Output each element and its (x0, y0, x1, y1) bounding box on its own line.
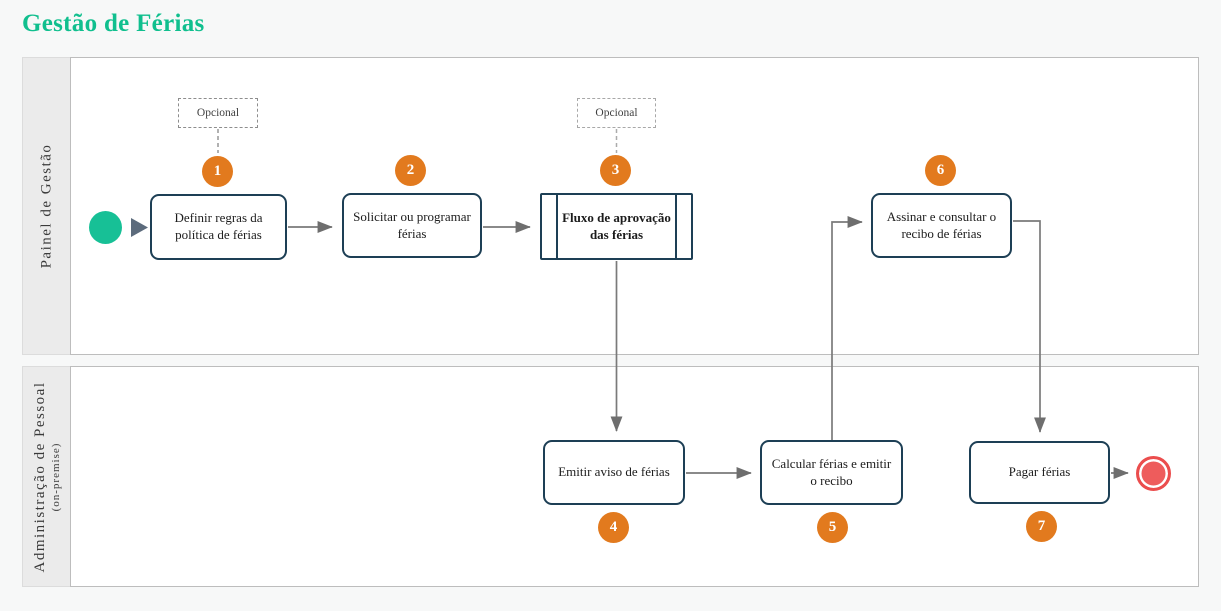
lane-label-administracao: Administração de Pessoal (on-premise) (32, 381, 62, 572)
lane-label-text: Administração de Pessoal (31, 381, 48, 572)
step-badge-5: 5 (817, 512, 848, 543)
step-number: 1 (213, 163, 222, 179)
lane-label-painel: Painel de Gestão (38, 144, 55, 269)
task-label: Solicitar ou programar férias (353, 208, 471, 241)
task-label: Pagar férias (1008, 464, 1071, 480)
step-number: 4 (609, 519, 618, 535)
step-number: 7 (1037, 518, 1046, 534)
subprocess-fluxo-aprovacao[interactable]: Fluxo de aprovação das férias (540, 193, 693, 260)
step-badge-7: 7 (1026, 511, 1057, 542)
task-label: Calcular férias e emitir o recibo (771, 455, 892, 488)
subprocess-marker-left (556, 195, 558, 258)
task-emitir-aviso[interactable]: Emitir aviso de férias (543, 440, 685, 505)
page-title: Gestão de Férias (22, 10, 205, 37)
lane-header-painel: Painel de Gestão (22, 57, 70, 355)
end-event-circle[interactable] (1136, 456, 1171, 491)
step-number: 6 (936, 162, 945, 178)
optional-note-label: Opcional (196, 107, 240, 119)
task-label: Definir regras da política de férias (174, 210, 263, 242)
lane-label-text: Painel de Gestão (38, 143, 54, 269)
task-pagar-ferias[interactable]: Pagar férias (969, 441, 1110, 504)
task-assinar-consultar[interactable]: Assinar e consultar o recibo de férias (871, 193, 1012, 258)
task-label: Emitir aviso de férias (558, 464, 670, 480)
lane-header-administracao: Administração de Pessoal (on-premise) (22, 366, 70, 587)
optional-note-3: Opcional (577, 98, 656, 128)
step-number: 5 (828, 519, 837, 535)
lane-sublabel-text: (on-premise) (49, 442, 62, 511)
step-badge-6: 6 (925, 155, 956, 186)
step-number: 2 (406, 162, 415, 178)
step-badge-4: 4 (598, 512, 629, 543)
optional-note-label: Opcional (595, 107, 638, 119)
task-solicitar-programar[interactable]: Solicitar ou programar férias (342, 193, 482, 258)
task-definir-regras[interactable]: Definir regras da política de férias (150, 194, 287, 260)
task-label: Assinar e consultar o recibo de férias (886, 208, 997, 241)
start-event-circle[interactable] (89, 211, 122, 244)
task-label: Fluxo de aprovação das férias (562, 209, 671, 242)
step-badge-2: 2 (395, 155, 426, 186)
step-badge-3: 3 (600, 155, 631, 186)
optional-note-1: Opcional (178, 98, 258, 128)
task-calcular-ferias[interactable]: Calcular férias e emitir o recibo (760, 440, 903, 505)
subprocess-marker-right (675, 195, 677, 258)
step-number: 3 (611, 162, 620, 178)
step-badge-1: 1 (202, 156, 233, 187)
